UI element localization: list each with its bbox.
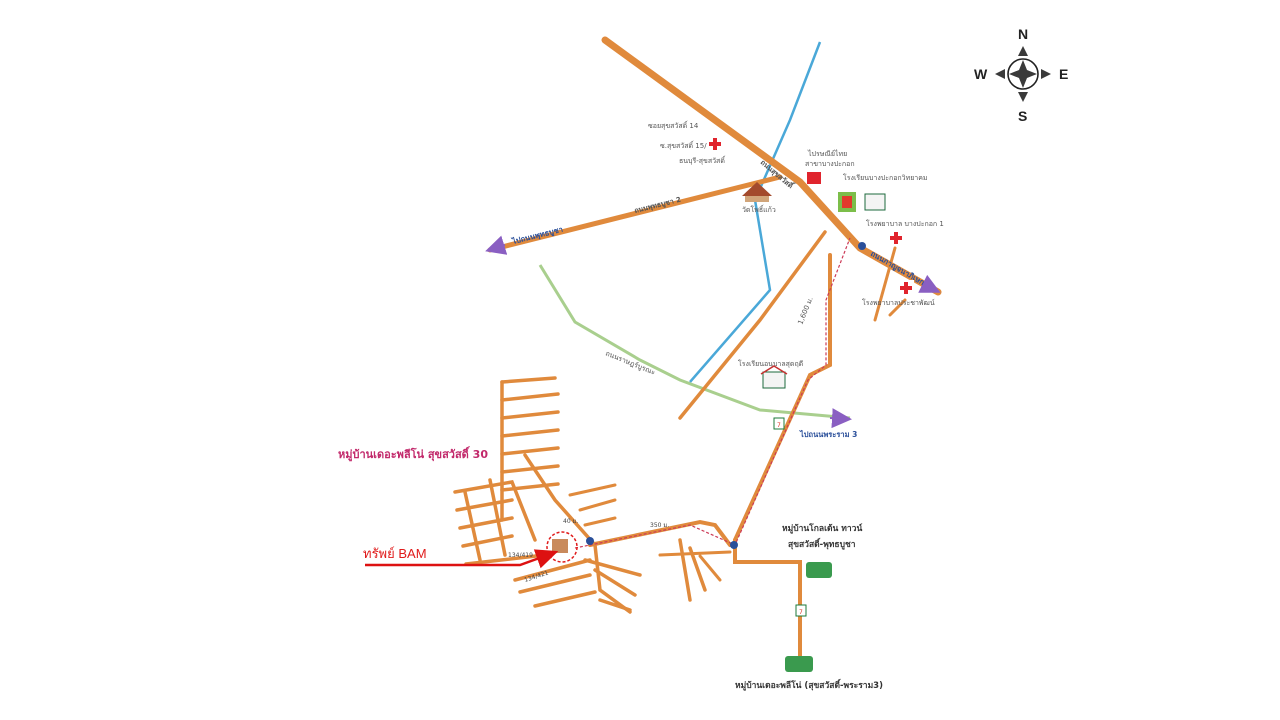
label-golden-town-2: สุขสวัสดิ์-พุทธบูชา xyxy=(788,537,856,550)
village-icon-2 xyxy=(785,656,813,672)
compass-north: N xyxy=(1018,26,1028,42)
arrow-to-rama3 xyxy=(829,408,852,429)
road-network xyxy=(453,36,942,662)
compass-star-icon xyxy=(1009,60,1037,88)
label-hospital-thonburi: ธนบุรี-สุขสวัสดิ์ xyxy=(679,155,726,165)
arrow-to-ring-road xyxy=(918,274,941,293)
road-side-1 xyxy=(873,246,897,322)
compass-east: E xyxy=(1059,66,1068,82)
label-golden-town-1: หมู่บ้านโกลเด้น ทาวน์ xyxy=(782,523,862,534)
village-title: หมู่บ้านเดอะพลีโน่ สุขสวัสดิ์ 30 xyxy=(338,446,488,462)
bam-property-marker: ทรัพย์ BAM xyxy=(363,531,578,569)
poi-temple: วัดโพธิ์แก้ว xyxy=(742,182,776,214)
road-diagonal-mid xyxy=(678,230,827,420)
seven-eleven-icon xyxy=(773,417,785,430)
poi-post-office: ไปรษณีย์ไทย สาขาบางปะกอก xyxy=(805,149,855,184)
road-side-2 xyxy=(888,298,907,317)
seven-eleven-icon-2 xyxy=(795,604,807,617)
label-soi-1: ซอยสุขสวัสดิ์ 14 xyxy=(648,120,699,130)
route-marker-icon-2 xyxy=(730,541,738,549)
property-circle xyxy=(546,531,578,563)
property-label: ทรัพย์ BAM xyxy=(363,546,427,561)
property-pointer xyxy=(365,549,559,569)
property-icon xyxy=(552,539,568,553)
route-marker-icon-3 xyxy=(586,537,594,545)
poi-pleno-bottom: หมู่บ้านเดอะพลีโน่ (สุขสวัสดิ์-พระราม3) xyxy=(735,656,883,691)
route-markers xyxy=(586,242,866,549)
label-temple: วัดโพธิ์แก้ว xyxy=(742,204,776,214)
temple-icon xyxy=(742,182,772,196)
poi-seven-eleven-2: 7 xyxy=(795,604,807,617)
poi-seven-eleven-1: 7 xyxy=(773,417,785,430)
poi-school-anuban: โรงเรียนอนุบาลสุดฤดี xyxy=(738,359,803,389)
label-seven-eleven-1: 7 xyxy=(777,422,781,429)
label-route-dist-side: 350 ม. xyxy=(650,522,669,529)
label-post-office-2: สาขาบางปะกอก xyxy=(805,160,855,168)
label-school-bangpakok: โรงเรียนบางปะกอกวิทยาคม xyxy=(843,173,928,182)
compass-ring-icon xyxy=(1007,58,1039,90)
label-lot-1: 134/419 xyxy=(508,552,533,559)
road-suksawat-main xyxy=(601,36,942,296)
label-school-anuban: โรงเรียนอนุบาลสุดฤดี xyxy=(738,359,803,368)
label-route-dist-short: 40 ม. xyxy=(563,518,578,525)
route-path xyxy=(574,237,851,549)
label-hospital-pracha: โรงพยาบาลประชาพัฒน์ xyxy=(862,298,935,307)
poi-hospital-bangpakok: โรงพยาบาล บางปะกอก 1 xyxy=(866,219,944,246)
label-lot-2: 134/421 xyxy=(523,569,549,583)
canal-line xyxy=(689,41,822,383)
compass-rose: N S E W xyxy=(974,26,1068,124)
poi-hospital-thonburi: ซอยสุขสวัสดิ์ 14 ซ.สุขสวัสดิ์ 15/1 ธนบุร… xyxy=(648,120,726,165)
label-to-rama3: ไปถนนพระราม 3 xyxy=(799,429,857,439)
arrow-to-putthabucha xyxy=(485,235,508,255)
route-marker-icon-1 xyxy=(858,242,866,250)
label-pleno-bottom: หมู่บ้านเดอะพลีโน่ (สุขสวัสดิ์-พระราม3) xyxy=(735,678,883,691)
school-icon xyxy=(864,193,886,211)
label-seven-eleven-2: 7 xyxy=(799,609,803,616)
label-soi-2: ซ.สุขสวัสดิ์ 15/1 xyxy=(660,140,711,150)
school-icon-2 xyxy=(762,371,786,389)
poi-golden-town: หมู่บ้านโกลเด้น ทาวน์ สุขสวัสดิ์-พุทธบูช… xyxy=(782,523,862,578)
compass-west: W xyxy=(974,66,988,82)
poi-school-bangpakok: โรงเรียนบางปะกอกวิทยาคม xyxy=(838,173,928,212)
label-hospital-bangpakok: โรงพยาบาล บางปะกอก 1 xyxy=(866,219,944,228)
label-to-ring-road: ถนนกาญจนาภิเษก xyxy=(869,249,926,287)
post-office-icon xyxy=(807,172,821,184)
label-route-dist-main: 1,600 ม. xyxy=(796,296,814,326)
poi-hospital-pracha: โรงพยาบาลประชาพัฒน์ xyxy=(862,280,935,307)
compass-south: S xyxy=(1018,108,1027,124)
village-icon xyxy=(806,562,832,578)
road-south xyxy=(733,538,802,662)
road-to-rama3 xyxy=(733,253,832,542)
road-putthabucha-2 xyxy=(487,174,783,253)
rail-line xyxy=(538,264,851,420)
label-post-office-1: ไปรษณีย์ไทย xyxy=(807,149,847,158)
